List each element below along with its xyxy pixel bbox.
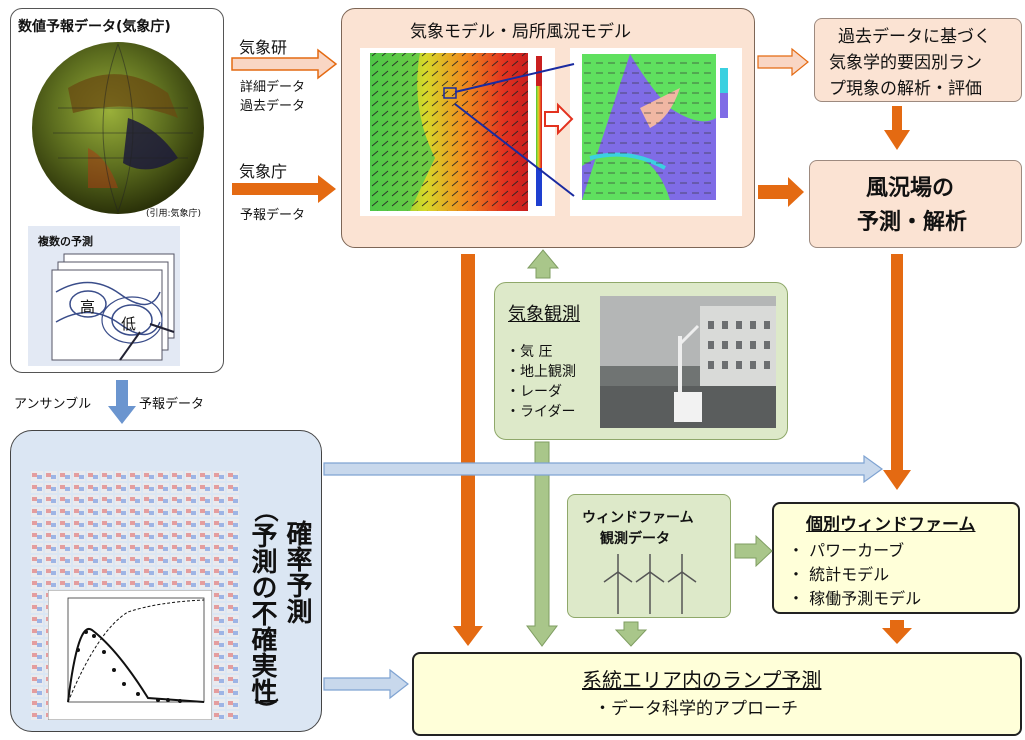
globe-citation: (引用:気象庁) [146, 209, 202, 219]
ramp-forecast-title: 系統エリア内のランプ予測 [582, 668, 822, 692]
wind-forecast-line1: 風況場の [866, 176, 955, 201]
windfarm-obs-line2: 観測データ [600, 531, 670, 547]
wind-forecast-line2: 予測・解析 [857, 210, 968, 235]
windfarm-obs-line1: ウィンドファーム [582, 510, 694, 526]
arrow-past-to-forecast [884, 106, 910, 150]
observation-item-2: ・地上観測 [506, 364, 576, 380]
high-pressure-label: 高 [80, 298, 96, 316]
arrow-prob-to-ramp [323, 668, 409, 700]
label-kishocho: 気象庁 [239, 162, 288, 181]
label-kishoken-sub2: 過去データ [240, 99, 306, 114]
multi-forecast-title: 複数の予測 [38, 235, 93, 248]
weather-map-stack [51, 253, 175, 361]
model-title: 気象モデル・局所風況モデル [410, 22, 631, 42]
probabilistic-subtitle: 予測の不確実性 [247, 522, 277, 704]
observation-item-4: ・ライダー [506, 404, 576, 420]
arrow-obs-to-model [526, 249, 560, 279]
observation-title: 気象観測 [508, 304, 580, 325]
arrow-windfarm-to-ramp [614, 621, 648, 647]
past-analysis-box [814, 18, 1022, 102]
arrow-model-to-ramp [453, 254, 483, 646]
windfarm-obs-box [567, 494, 731, 618]
label-ensemble: アンサンブル [14, 397, 92, 412]
arrow-forecast-to-individual [883, 254, 911, 490]
arrow-model-to-forecast [758, 177, 804, 207]
probabilistic-title: 確率予測 [282, 520, 312, 624]
arrow-model-to-past [757, 47, 809, 77]
individual-windfarm-box [772, 502, 1020, 614]
model-sim-image-left [360, 48, 555, 216]
individual-item-1: ・ パワーカーブ [788, 541, 905, 560]
probabilistic-paren-close: ︶ [250, 698, 278, 722]
arrow-prob-to-individual [323, 454, 884, 484]
wind-forecast-box [809, 160, 1022, 248]
observation-site-photo [600, 296, 776, 428]
past-analysis-line1: 過去データに基づく [838, 27, 991, 47]
label-ensemble-sub: 予報データ [139, 397, 205, 412]
label-kishoken: 気象研 [239, 38, 288, 57]
individual-item-3: ・ 稼働予測モデル [788, 589, 922, 608]
ramp-forecast-box [412, 652, 1022, 736]
probability-distribution-chart [48, 590, 212, 720]
low-pressure-label: 低 [121, 315, 137, 333]
wind-turbine-icons [603, 554, 697, 614]
individual-item-2: ・ 統計モデル [788, 565, 890, 584]
arrow-model-zoom [544, 102, 574, 136]
globe-image [32, 42, 204, 214]
label-kishocho-sub: 予報データ [240, 208, 306, 223]
label-kishoken-sub1: 詳細データ [240, 80, 306, 95]
observation-item-3: ・レーダ [506, 384, 562, 400]
model-sim-image-right [570, 48, 742, 216]
past-analysis-line2: 気象学的要因別ラン [829, 53, 982, 73]
arrow-windfarm-to-individual [734, 534, 773, 568]
arrow-individual-to-ramp [882, 620, 912, 644]
arrow-kishoken [231, 48, 338, 80]
observation-item-1: ・気 圧 [506, 344, 553, 360]
probabilistic-paren-open: ︵ [250, 498, 278, 522]
arrow-nwp-to-prob [108, 380, 136, 424]
arrow-kishocho [232, 175, 336, 203]
individual-windfarm-title: 個別ウィンドファーム [806, 515, 976, 535]
nwp-title: 数値予報データ(気象庁) [18, 19, 171, 35]
past-analysis-line3: プ現象の解析・評価 [829, 79, 982, 99]
ramp-forecast-subtitle: ・データ科学的アプローチ [594, 699, 798, 719]
